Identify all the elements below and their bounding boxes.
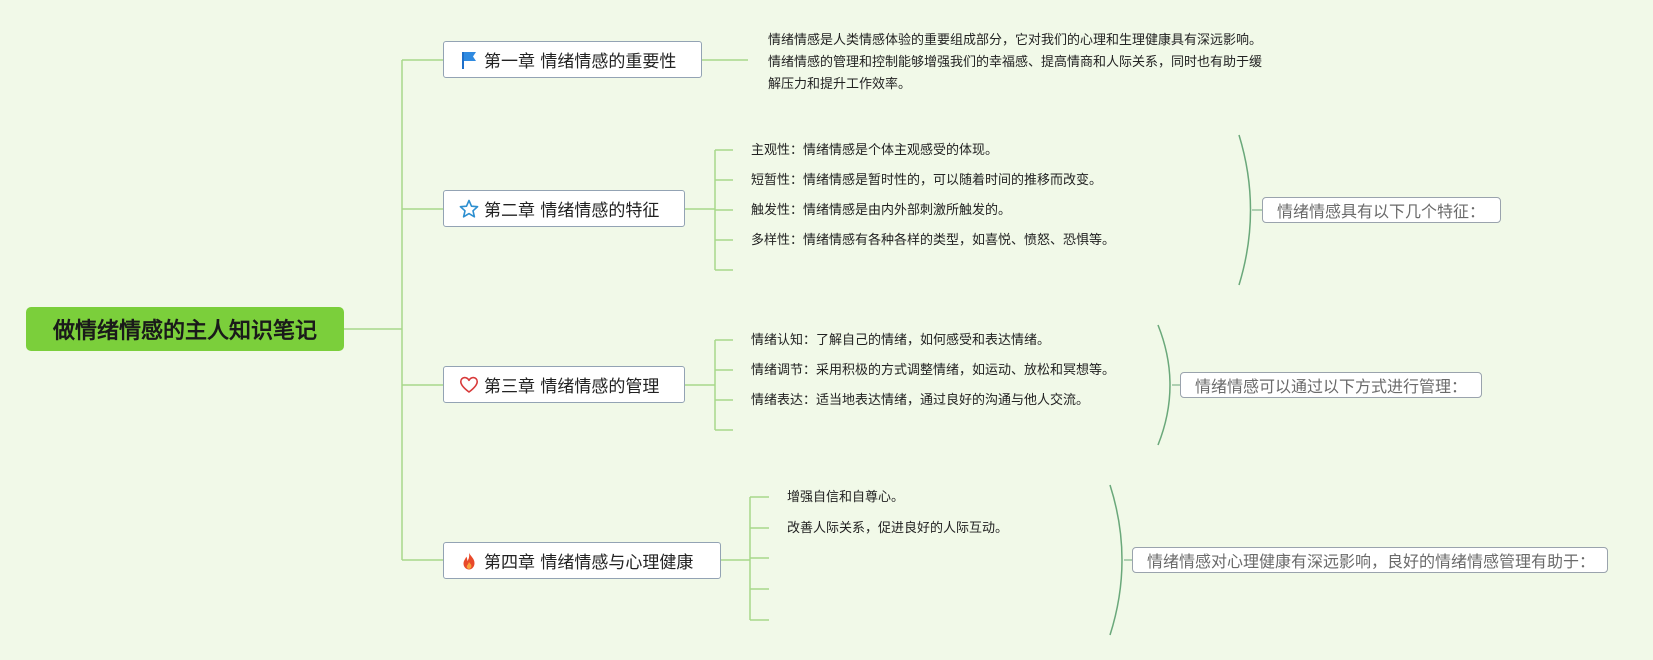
chapter-2-summary-text: 情绪情感具有以下几个特征： (1277, 202, 1486, 221)
chapter-3-item[interactable]: 情绪表达：适当地表达情绪，通过良好的沟通与他人交流。 (751, 393, 1090, 408)
chapter-4-brace (1109, 484, 1123, 636)
chapter-2-summary[interactable]: 情绪情感具有以下几个特征： (1262, 197, 1501, 223)
chapter-3-brace (1157, 324, 1171, 446)
chapter-2-item[interactable]: 短暂性：情绪情感是暂时性的，可以随着时间的推移而改变。 (751, 173, 1103, 188)
chapter-1-paragraph: 情绪情感是人类情感体验的重要组成部分，它对我们的心理和生理健康具有深远影响。情绪… (768, 33, 1263, 92)
chapter-3-summary[interactable]: 情绪情感可以通过以下方式进行管理： (1180, 372, 1482, 398)
chapter-2-item[interactable]: 主观性：情绪情感是个体主观感受的体现。 (751, 143, 999, 158)
chapter-2-item-ticks (715, 149, 733, 271)
chapter-3-item-ticks (715, 339, 733, 431)
heart-icon (458, 374, 480, 396)
root-title: 做情绪情感的主人知识笔记 (52, 319, 317, 344)
flag-icon (458, 49, 480, 71)
chapter-4-summary[interactable]: 情绪情感对心理健康有深远影响，良好的情绪情感管理有助于： (1132, 547, 1608, 573)
chapter-3-item[interactable]: 情绪认知：了解自己的情绪，如何感受和表达情绪。 (751, 333, 1051, 348)
chapter-4-item-ticks (750, 496, 769, 621)
chapter-4-title: 第四章 情绪情感与心理健康 (484, 553, 694, 573)
chapter-1-title: 第一章 情绪情感的重要性 (484, 52, 677, 72)
chapter-3-summary-text: 情绪情感可以通过以下方式进行管理： (1195, 377, 1468, 396)
chapter-4-item[interactable]: 改善人际关系，促进良好的人际互动。 (787, 521, 1009, 536)
chapter-4-topic[interactable]: 第四章 情绪情感与心理健康 (443, 542, 721, 579)
chapter-4-summary-text: 情绪情感对心理健康有深远影响，良好的情绪情感管理有助于： (1147, 552, 1596, 571)
chapter-2-item[interactable]: 触发性：情绪情感是由内外部刺激所触发的。 (751, 203, 1012, 218)
root-topic[interactable]: 做情绪情感的主人知识笔记 (26, 307, 344, 351)
chapter-2-item[interactable]: 多样性：情绪情感有各种各样的类型，如喜悦、愤怒、恐惧等。 (751, 233, 1116, 248)
chapter-2-title: 第二章 情绪情感的特征 (484, 201, 660, 221)
chapter-3-item[interactable]: 情绪调节：采用积极的方式调整情绪，如运动、放松和冥想等。 (751, 363, 1116, 378)
star-icon (458, 198, 480, 220)
chapter-4-item[interactable]: 增强自信和自尊心。 (787, 490, 905, 505)
chapter-2-topic[interactable]: 第二章 情绪情感的特征 (443, 190, 685, 227)
chapter-2-brace (1238, 134, 1252, 286)
fire-icon (458, 550, 480, 572)
chapter-1-topic[interactable]: 第一章 情绪情感的重要性 (443, 41, 702, 78)
chapter-3-title: 第三章 情绪情感的管理 (484, 377, 660, 397)
chapter-3-topic[interactable]: 第三章 情绪情感的管理 (443, 366, 685, 403)
